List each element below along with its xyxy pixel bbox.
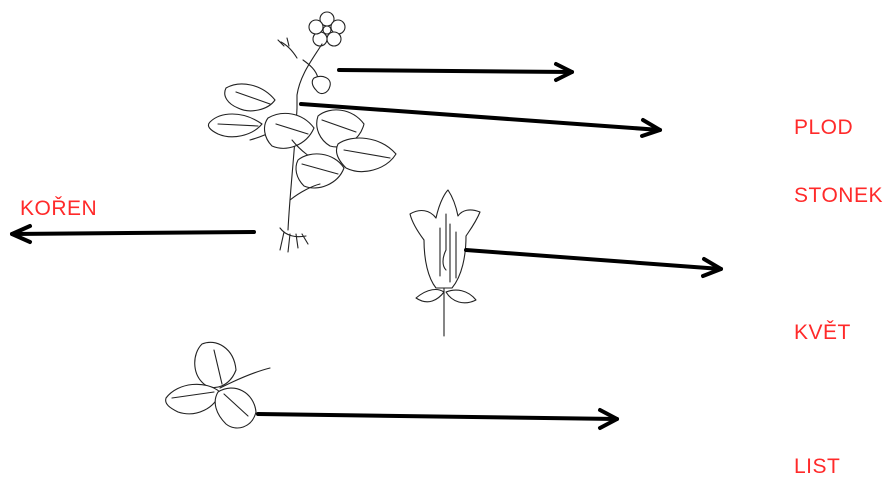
label-plod: PLOD <box>794 116 853 140</box>
bellflower-illustration <box>410 190 480 336</box>
arrow-leaf <box>258 410 617 428</box>
strawberry-leaf-illustration <box>166 342 270 428</box>
strawberry-fruit-drawing <box>312 76 330 93</box>
arrow-koren <box>12 226 254 242</box>
strawberry-plant-illustration <box>208 12 396 252</box>
strawberry-flower-drawing <box>309 12 345 46</box>
label-stonek: STONEK <box>794 184 883 208</box>
label-list: LIST <box>794 455 840 479</box>
label-koren: KOŘEN <box>20 197 97 221</box>
label-kvet: KVĚT <box>794 321 851 345</box>
arrow-bellflower <box>466 250 721 276</box>
arrow-flower-top <box>339 64 572 80</box>
